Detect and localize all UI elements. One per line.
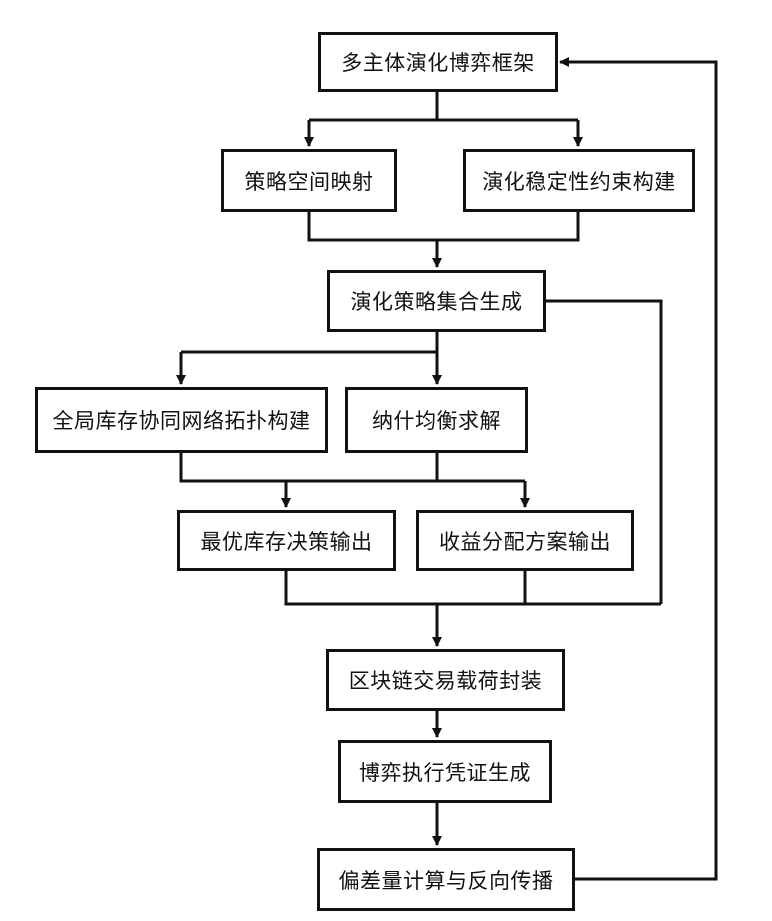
connector-merge-bar-1 [309, 212, 578, 240]
node-blockchain-payload-label: 区块链交易载荷封装 [349, 665, 543, 695]
node-strategy-set-label: 演化策略集合生成 [351, 286, 523, 316]
node-optimal-inventory-label: 最优库存决策输出 [201, 526, 373, 556]
node-strategy-set: 演化策略集合生成 [327, 270, 546, 332]
connector-merge-bar-3 [286, 571, 661, 604]
node-blockchain-payload: 区块链交易载荷封装 [326, 649, 565, 711]
node-network-topology: 全局库存协同网络拓扑构建 [35, 387, 328, 453]
node-framework: 多主体演化博弈框架 [318, 32, 558, 92]
node-nash-solution: 纳什均衡求解 [345, 387, 528, 453]
node-revenue-allocation-label: 收益分配方案输出 [439, 526, 611, 556]
node-nash-solution-label: 纳什均衡求解 [372, 405, 501, 435]
node-stability-constraint-label: 演化稳定性约束构建 [482, 166, 676, 196]
node-execution-voucher-label: 博弈执行凭证生成 [359, 757, 531, 787]
node-deviation-backprop: 偏差量计算与反向传播 [317, 848, 575, 911]
node-deviation-backprop-label: 偏差量计算与反向传播 [339, 865, 554, 895]
node-strategy-mapping-label: 策略空间映射 [245, 166, 374, 196]
node-framework-label: 多主体演化博弈框架 [341, 47, 535, 77]
node-stability-constraint: 演化稳定性约束构建 [463, 149, 695, 212]
node-network-topology-label: 全局库存协同网络拓扑构建 [53, 405, 311, 435]
node-optimal-inventory: 最优库存决策输出 [177, 510, 396, 571]
node-execution-voucher: 博弈执行凭证生成 [338, 740, 552, 803]
node-strategy-mapping: 策略空间映射 [221, 149, 397, 212]
node-revenue-allocation: 收益分配方案输出 [416, 510, 634, 571]
connector-merge-bar-2 [181, 453, 437, 481]
